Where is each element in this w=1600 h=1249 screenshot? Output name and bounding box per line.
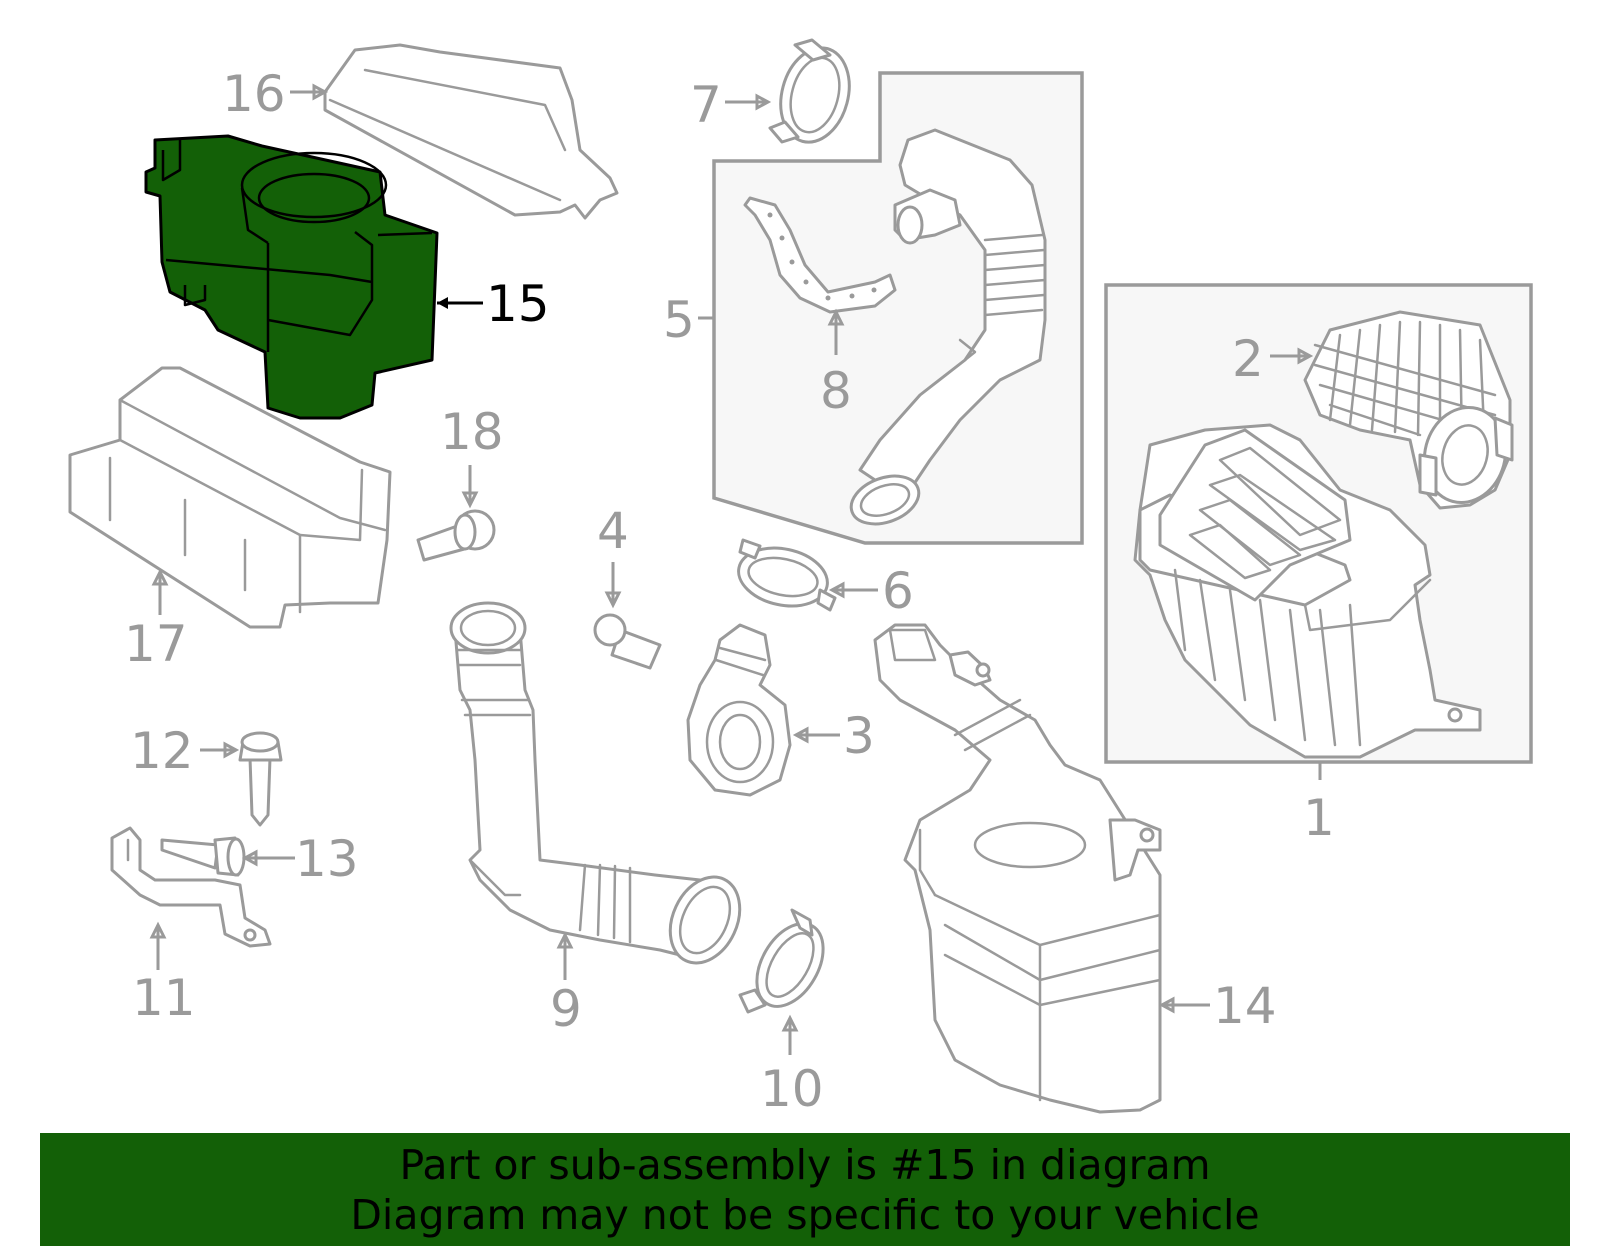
part-14-resonator[interactable] (873, 623, 1162, 1114)
callout-12[interactable]: 12 (130, 722, 194, 780)
info-banner: Part or sub-assembly is #15 in diagram D… (40, 1133, 1570, 1246)
banner-line-2: Diagram may not be specific to your vehi… (350, 1190, 1260, 1239)
callout-14[interactable]: 14 (1213, 977, 1277, 1035)
part-15-housing[interactable] (144, 134, 439, 420)
callout-10[interactable]: 10 (760, 1060, 824, 1118)
callout-16[interactable]: 16 (222, 65, 286, 123)
callout-3[interactable]: 3 (843, 707, 875, 765)
part-11-bracket[interactable] (110, 826, 272, 948)
callout-1[interactable]: 1 (1303, 789, 1335, 847)
callout-6[interactable]: 6 (882, 562, 914, 620)
callout-9[interactable]: 9 (550, 980, 582, 1038)
part-3-elbow[interactable] (686, 623, 792, 797)
callout-18[interactable]: 18 (440, 403, 504, 461)
callout-17[interactable]: 17 (124, 615, 188, 673)
part-4-bolt[interactable] (593, 613, 662, 670)
callout-13[interactable]: 13 (295, 830, 359, 888)
callout-8[interactable]: 8 (820, 362, 852, 420)
callout-5[interactable]: 5 (663, 291, 695, 349)
part-7-clamp[interactable] (768, 38, 859, 150)
part-12-bolt[interactable] (238, 731, 283, 827)
callout-4[interactable]: 4 (597, 502, 629, 560)
part-13-bolt[interactable] (160, 836, 246, 877)
callout-2[interactable]: 2 (1232, 330, 1264, 388)
part-6-clamp[interactable] (733, 538, 837, 614)
part-1-airbox[interactable] (1133, 423, 1482, 759)
part-10-clamp[interactable] (738, 908, 837, 1018)
part-17-duct[interactable] (68, 366, 392, 629)
callout-7[interactable]: 7 (690, 76, 722, 134)
callout-11[interactable]: 11 (132, 969, 196, 1027)
part-16-lid[interactable] (323, 43, 619, 220)
callout-15[interactable]: 15 (486, 275, 550, 333)
banner-line-1: Part or sub-assembly is #15 in diagram (399, 1140, 1211, 1189)
part-5-hose[interactable] (845, 128, 1047, 533)
part-18-bolt[interactable] (416, 509, 496, 562)
part-2-filter[interactable] (1303, 310, 1516, 512)
part-8-gasket[interactable] (743, 196, 897, 314)
part-9-intake-pipe[interactable] (449, 601, 753, 974)
